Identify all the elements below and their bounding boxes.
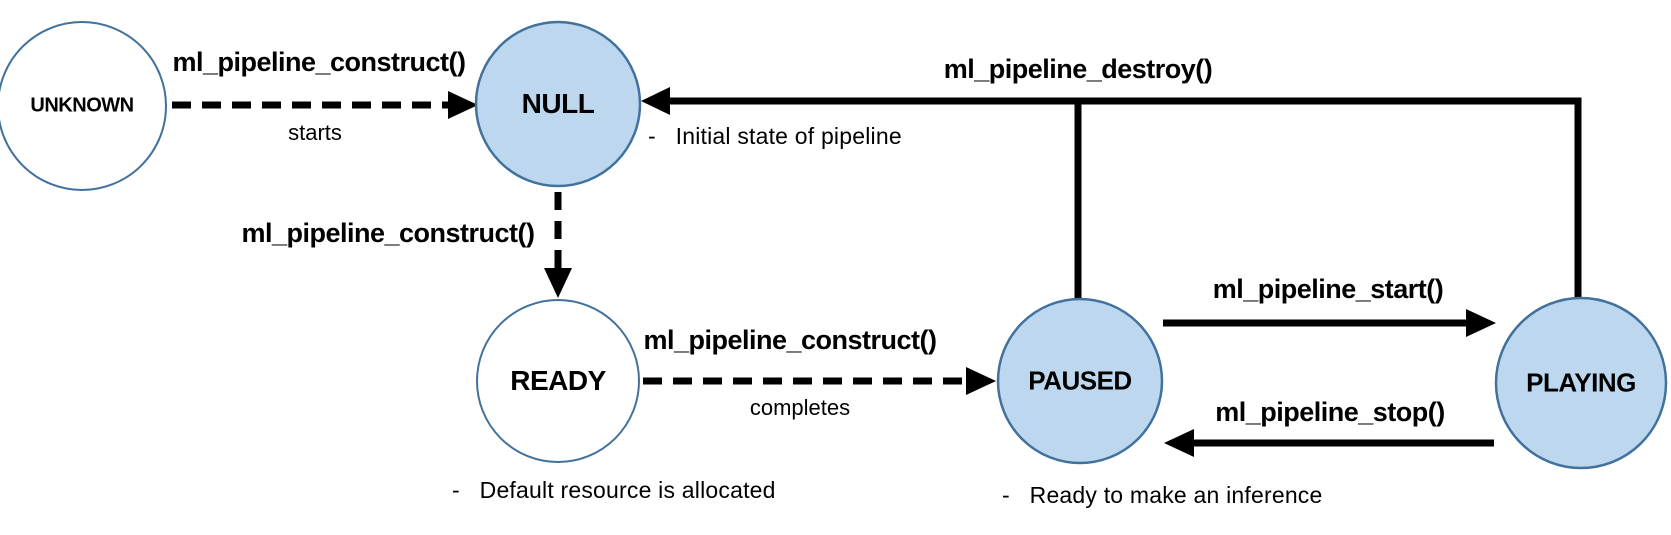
state-label-paused: PAUSED: [1028, 365, 1132, 396]
state-label-ready: READY: [510, 365, 606, 396]
state-label-null: NULL: [521, 88, 595, 119]
state-circle-playing: [1494, 296, 1668, 470]
arrowhead-paused-to-playing: [1466, 309, 1496, 337]
state-circle-null: [474, 20, 642, 188]
arrowhead-null-to-ready: [544, 268, 572, 298]
transition-label-null-to-ready: ml_pipeline_construct(): [241, 218, 535, 248]
note-null-initial-state: - Initial state of pipeline: [648, 123, 902, 149]
state-label-playing: PLAYING: [1526, 367, 1636, 398]
arrowhead-unknown-to-null: [448, 91, 478, 119]
transition-label-ready-to-paused: ml_pipeline_construct(): [643, 325, 937, 355]
note-ready-default-resource: - Default resource is allocated: [452, 477, 776, 503]
note-paused-ready-inference: - Ready to make an inference: [1002, 482, 1323, 508]
transition-label-destroy: ml_pipeline_destroy(): [943, 54, 1213, 84]
arrowhead-playing-to-paused: [1164, 429, 1194, 457]
transition-line-destroy: [668, 97, 1582, 299]
state-circle-paused: [996, 297, 1164, 465]
transition-label-stop: ml_pipeline_stop(): [1215, 397, 1445, 427]
transition-label-start: ml_pipeline_start(): [1212, 274, 1444, 304]
arrowhead-ready-to-paused: [966, 367, 996, 395]
arrowhead-destroy-into-null: [641, 87, 670, 115]
state-label-unknown: UNKNOWN: [30, 94, 134, 117]
state-circle-ready: [476, 299, 640, 463]
transition-label-unknown-to-null: ml_pipeline_construct(): [172, 47, 466, 77]
transition-sublabel-completes: completes: [749, 395, 851, 420]
state-circle-unknown: [0, 21, 167, 191]
transition-sublabel-starts: starts: [288, 120, 342, 145]
